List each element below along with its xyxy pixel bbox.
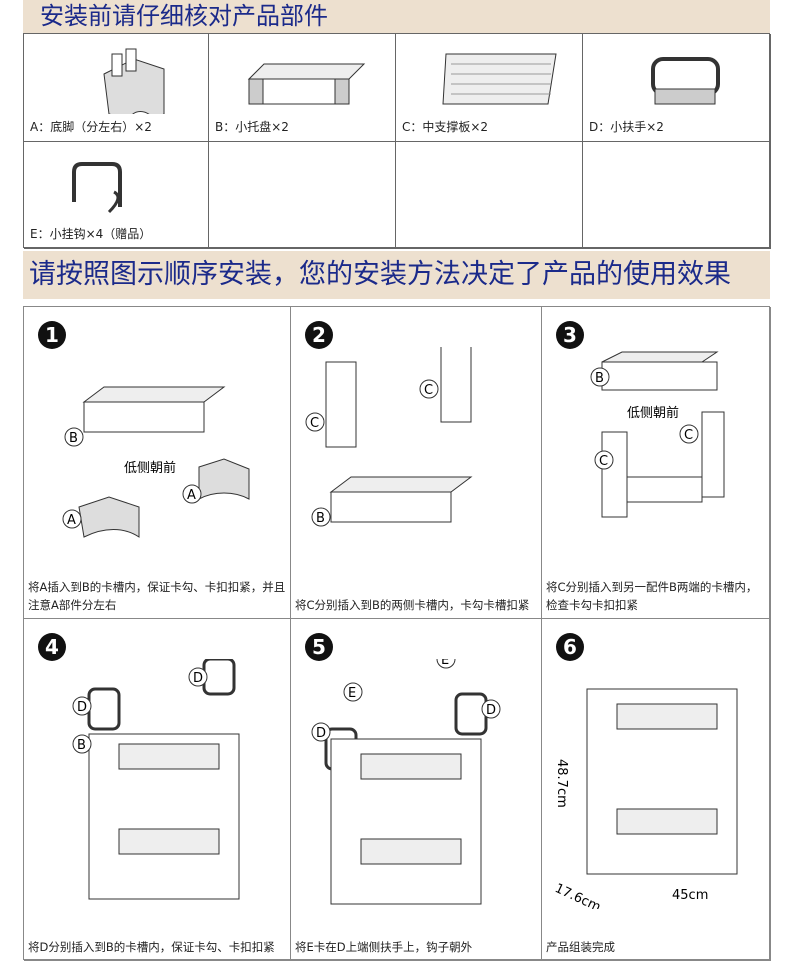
label-c: C: [599, 454, 608, 469]
parts-check-header: 安装前请仔细核对产品部件: [23, 0, 770, 33]
step-number: 4: [38, 633, 66, 661]
step-caption: 产品组装完成: [546, 940, 615, 954]
step-4-illustration: D D B: [72, 659, 240, 900]
label-e: E: [348, 686, 356, 701]
step-caption: 将D分别插入到B的卡槽内，保证卡勾、卡扣扣紧: [28, 940, 275, 954]
parts-table: A：底脚（分左右）×2 B：小托盘×2 C：中支撑板×2 D：小扶手×2 E：小…: [23, 33, 771, 249]
step-4: 4 D D B 将D分别插入到B的卡槽内，保证卡勾、卡扣扣紧: [24, 619, 291, 961]
label-d: D: [316, 726, 326, 741]
step-caption: 将E卡在D上端侧扶手上，钩子朝外: [295, 940, 473, 954]
label-c: C: [310, 416, 319, 431]
step-3: 3 B 低侧朝前 C C 将C分别插入到另一配件B两端的卡槽内，检查卡勾卡扣扣紧: [542, 307, 771, 619]
step-2: 2 C C B 将C分别插入到B的两侧卡槽内，卡勾卡槽扣紧: [291, 307, 542, 619]
label-a: A: [187, 488, 196, 503]
label-e: E: [441, 659, 449, 668]
part-a: A：底脚（分左右）×2: [24, 34, 209, 142]
label-b: B: [316, 511, 325, 526]
support-board-icon: [442, 53, 557, 105]
width-dimension: 45cm: [672, 888, 708, 903]
part-d: D：小扶手×2: [583, 34, 771, 142]
label-c: C: [424, 383, 433, 398]
step-6: 6 48.7cm 17.6cm 45cm 产品组装完成: [542, 619, 771, 961]
part-label: D：小扶手×2: [589, 120, 664, 134]
hook-part-icon: [72, 162, 122, 214]
label-b: B: [595, 371, 604, 386]
step-number: 5: [305, 633, 333, 661]
handle-part-icon: [651, 57, 720, 105]
label-front: 低侧朝前: [627, 405, 679, 421]
install-section-header: 请按照图示顺序安装，您的安装方法决定了产品的使用效果: [23, 251, 770, 299]
empty-cell: [583, 142, 771, 249]
label-b: B: [69, 431, 78, 446]
step-number: 6: [556, 633, 584, 661]
label-d: D: [193, 671, 203, 686]
part-label: B：小托盘×2: [215, 120, 289, 134]
tray-part-icon: [247, 63, 366, 105]
step-caption: 将C分别插入到B的两侧卡槽内，卡勾卡槽扣紧: [295, 598, 530, 612]
step-caption: 将C分别插入到另一配件B两端的卡槽内，检查卡勾卡扣扣紧: [546, 580, 758, 612]
part-label: A：底脚（分左右）×2: [30, 120, 152, 134]
step-number: 2: [305, 321, 333, 349]
label-d: D: [486, 703, 496, 718]
empty-cell: [209, 142, 396, 249]
height-dimension: 48.7cm: [554, 759, 569, 808]
part-e: E：小挂钩×4（赠品）: [24, 142, 209, 249]
part-label: C：中支撑板×2: [402, 120, 489, 134]
step-3-illustration: B 低侧朝前 C C: [590, 351, 725, 518]
label-front: 低侧朝前: [124, 460, 176, 476]
depth-dimension: 17.6cm: [552, 881, 603, 909]
label-a: A: [67, 513, 76, 528]
step-number: 3: [556, 321, 584, 349]
part-b: B：小托盘×2: [209, 34, 396, 142]
label-c: C: [684, 428, 693, 443]
step-number: 1: [38, 321, 66, 349]
step-caption: 将A插入到B的卡槽内，保证卡勾、卡扣扣紧，并且注意A部件分左右: [28, 580, 286, 612]
foot-part-icon: [103, 48, 165, 114]
label-b: B: [77, 738, 86, 753]
step-5-illustration: E E D D: [311, 659, 501, 905]
step-1: 1 B 低侧朝前 A A 将A插入到B的卡槽内，保证卡勾、卡扣扣紧，并且注意A部…: [24, 307, 291, 619]
label-d: D: [77, 700, 87, 715]
part-label: E：小挂钩×4（赠品）: [30, 227, 152, 241]
step-6-illustration: 48.7cm 17.6cm 45cm: [552, 688, 738, 909]
part-c: C：中支撑板×2: [396, 34, 583, 142]
empty-cell: [396, 142, 583, 249]
steps-grid: 1 B 低侧朝前 A A 将A插入到B的卡槽内，保证卡勾、卡扣扣紧，并且注意A部…: [23, 306, 771, 961]
step-1-illustration: B 低侧朝前 A A: [62, 386, 250, 538]
step-5: 5 E E D D 将E卡在D上端侧扶手上，钩子朝外: [291, 619, 542, 961]
step-2-illustration: C C B: [305, 347, 473, 527]
